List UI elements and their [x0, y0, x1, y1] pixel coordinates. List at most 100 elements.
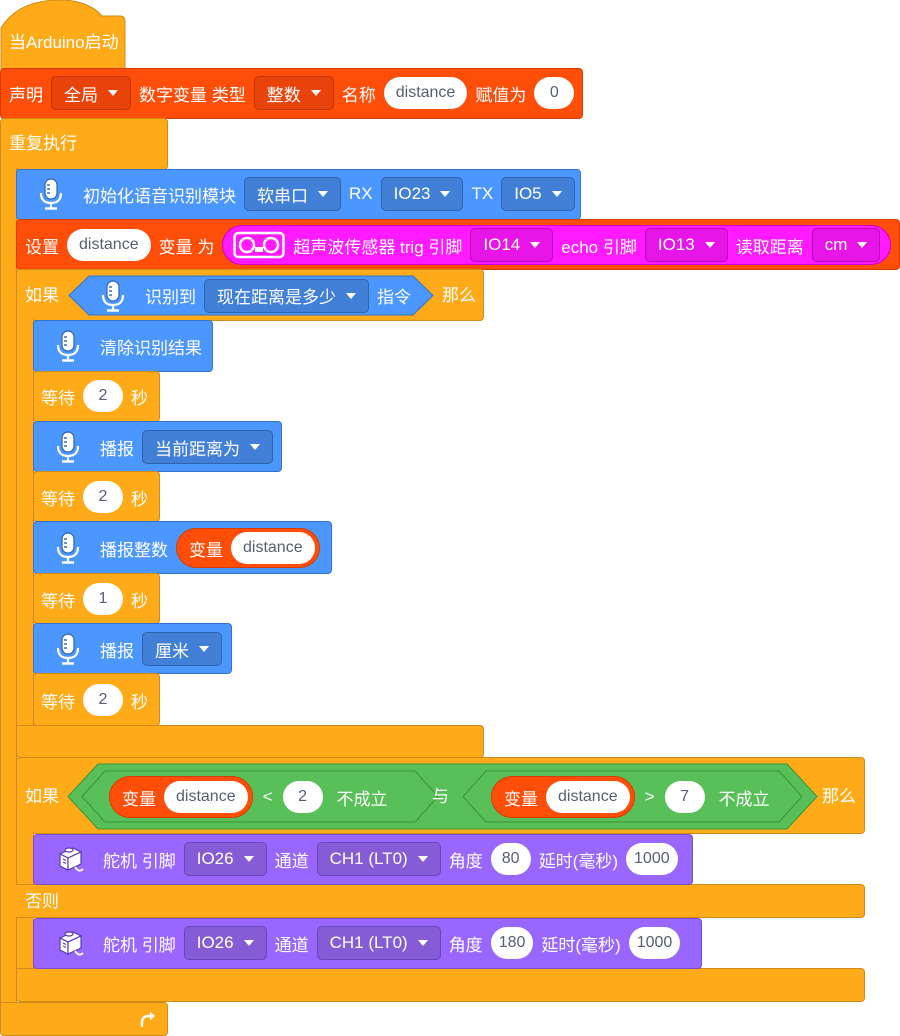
servo-pin-label: 舵机 引脚: [103, 935, 176, 955]
tx-label: TX: [471, 184, 494, 203]
wait-label: 等待: [41, 388, 75, 408]
wait-seconds-field[interactable]: 2: [83, 481, 123, 513]
serial-port-dropdown[interactable]: 软串口: [244, 177, 341, 211]
chevron-down-icon: [551, 191, 562, 197]
echo-pin-dropdown[interactable]: IO13: [644, 228, 728, 262]
seconds-label: 秒: [131, 388, 148, 408]
speak-label: 播报: [100, 641, 134, 661]
variable-reporter[interactable]: 变量 distance: [491, 776, 635, 818]
clear-label: 清除识别结果: [100, 338, 202, 358]
rx-pin-dropdown[interactable]: IO23: [380, 177, 464, 211]
command-dropdown[interactable]: 现在距离是多少: [204, 278, 369, 313]
chevron-down-icon: [704, 242, 715, 248]
speak-phrase-dropdown[interactable]: 当前距离为: [142, 430, 273, 464]
else-label: 否则: [25, 892, 59, 911]
loop-label: 重复执行: [9, 134, 77, 153]
scope-dropdown[interactable]: 全局: [51, 76, 131, 110]
wait-seconds-field[interactable]: 1: [83, 583, 123, 615]
if-else-bottom: [16, 968, 865, 1002]
angle-label: 角度: [448, 851, 483, 871]
delay-field[interactable]: 1000: [626, 843, 678, 875]
chevron-down-icon: [243, 856, 254, 862]
variable-reporter[interactable]: 变量 distance: [109, 776, 253, 818]
delay-field[interactable]: 1000: [628, 927, 681, 959]
chevron-down-icon: [346, 292, 356, 299]
channel-dropdown[interactable]: CH1 (LT0): [316, 926, 441, 960]
chevron-down-icon: [243, 940, 254, 946]
chevron-down-icon: [318, 191, 328, 197]
when-arduino-starts-block[interactable]: 当Arduino启动: [0, 0, 126, 70]
chevron-down-icon: [310, 90, 321, 96]
declare-label: 声明: [9, 85, 43, 105]
chevron-down-icon: [108, 90, 118, 96]
name-label: 名称: [341, 85, 376, 105]
seconds-label: 秒: [131, 591, 148, 611]
read-distance-label: 读取距离: [735, 237, 804, 257]
wait-seconds-field[interactable]: 2: [83, 380, 123, 412]
set-label: 设置: [25, 237, 59, 257]
forever-loop-arm: [0, 168, 17, 1004]
ultrasonic-sensor-icon: [233, 230, 285, 260]
variable-name-field[interactable]: distance: [383, 77, 468, 109]
chevron-down-icon: [530, 242, 541, 248]
wait-label: 等待: [41, 692, 75, 712]
rx-label: RX: [349, 184, 373, 203]
trig-pin-dropdown[interactable]: IO14: [470, 228, 554, 262]
wait-seconds-field[interactable]: 2: [83, 684, 123, 716]
recognized-command-boolean[interactable]: 识别到 现在距离是多少 指令: [68, 275, 434, 316]
servo-pin-dropdown[interactable]: IO26: [183, 926, 267, 960]
if-label: 如果: [25, 787, 59, 806]
chevron-down-icon: [417, 940, 428, 946]
type-dropdown[interactable]: 整数: [253, 76, 334, 110]
then-label: 那么: [822, 787, 856, 806]
variable-name[interactable]: distance: [164, 781, 248, 813]
forever-loop-bottom[interactable]: [0, 1002, 168, 1036]
variable-name[interactable]: distance: [231, 532, 315, 564]
voice-init-label: 初始化语音识别模块: [83, 186, 236, 206]
forever-loop-top[interactable]: [0, 118, 168, 170]
set-to-label: 变量 为: [158, 237, 215, 257]
microphone-icon: [95, 278, 131, 314]
then-label: 那么: [442, 286, 476, 305]
tx-pin-dropdown[interactable]: IO5: [501, 177, 575, 211]
chevron-down-icon: [417, 856, 428, 862]
chevron-down-icon: [440, 191, 451, 197]
recognized-label: 识别到: [145, 288, 196, 307]
channel-label: 通道: [274, 851, 309, 871]
loop-arrow-icon: [140, 1011, 155, 1028]
ultrasonic-label: 超声波传感器 trig 引脚: [293, 237, 463, 257]
and-label: 与: [432, 787, 449, 806]
angle-label: 角度: [448, 935, 483, 955]
hat-label: 当Arduino启动: [9, 33, 119, 52]
microphone-icon: [50, 530, 86, 566]
compare-value-field[interactable]: 2: [282, 781, 323, 813]
angle-field[interactable]: 180: [490, 927, 534, 959]
delay-label: 延时(毫秒): [538, 851, 619, 871]
not-label: 不成立: [336, 789, 388, 809]
ultrasonic-reporter[interactable]: 超声波传感器 trig 引脚 IO14 echo 引脚 IO13 读取距离 cm: [222, 225, 892, 265]
else-bar: [16, 884, 865, 918]
channel-dropdown[interactable]: CH1 (LT0): [316, 842, 441, 876]
less-than-operator: <: [262, 787, 273, 806]
microphone-icon: [50, 631, 86, 667]
channel-label: 通道: [274, 935, 309, 955]
servo-pin-dropdown[interactable]: IO26: [183, 842, 267, 876]
initial-value-field[interactable]: 0: [534, 77, 575, 109]
if-recognized-bottom: [16, 725, 484, 758]
variable-reporter[interactable]: 变量 distance: [176, 528, 320, 568]
variable-name[interactable]: distance: [546, 781, 630, 813]
servo-icon: [53, 842, 87, 876]
servo-pin-label: 舵机 引脚: [103, 851, 176, 871]
speak-label: 播报: [100, 439, 134, 459]
microphone-icon: [33, 176, 69, 212]
set-variable-name[interactable]: distance: [67, 229, 151, 261]
seconds-label: 秒: [131, 489, 148, 509]
delay-label: 延时(毫秒): [541, 935, 621, 955]
unit-dropdown[interactable]: cm: [811, 228, 881, 262]
angle-field[interactable]: 80: [490, 843, 531, 875]
microphone-icon: [50, 429, 86, 465]
compare-value-field[interactable]: 7: [664, 781, 705, 813]
wait-label: 等待: [41, 489, 75, 509]
if-recognized-arm: [16, 319, 34, 727]
speak-phrase-dropdown[interactable]: 厘米: [142, 632, 222, 666]
